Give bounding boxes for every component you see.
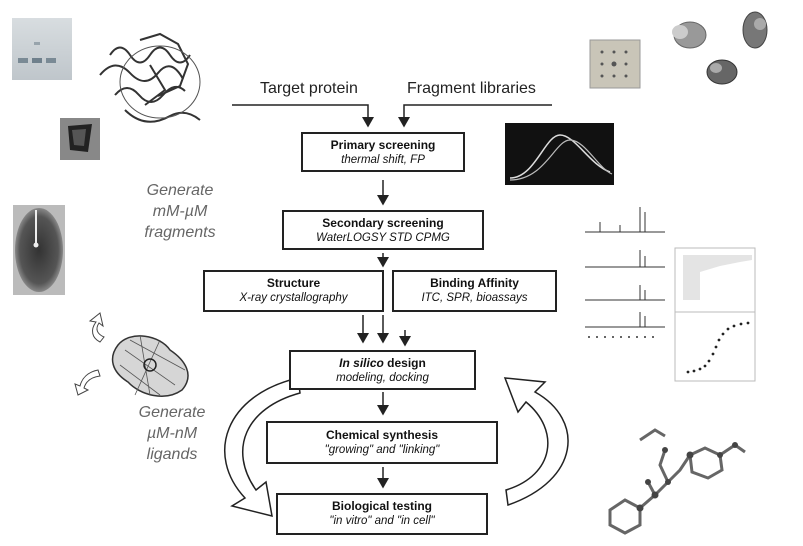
generate-fragments-line-3: fragments [144,224,216,241]
primary-screening-box: Primary screening thermal shift, FP [301,132,465,172]
binding-affinity-box: Binding Affinity ITC, SPR, bioassays [392,270,557,312]
crystal-image [60,118,100,160]
generate-ligands-line-3: ligands [146,446,198,463]
secondary-screening-methods: WaterLOGSY STD CPMG [316,232,450,244]
in-silico-design-methods: modeling, docking [336,372,429,384]
chemical-synthesis-title: Chemical synthesis [325,428,439,442]
secondary-screening-title: Secondary screening [322,216,444,230]
primary-screening-methods: thermal shift, FP [341,154,425,166]
fragment-density-image [111,334,189,397]
flow-arrows [357,180,411,489]
microplate-image [589,39,641,89]
biological-testing-title: Biological testing [331,499,432,513]
small-arrow-down-icon [74,369,101,396]
right-cycle-arrow [503,377,569,507]
ligand-atoms [636,442,738,512]
thermal-shift-plot-image [505,123,614,185]
generate-ligands-label: Generate µM-nM ligands [120,402,224,465]
generate-fragments-line-1: Generate [146,182,214,199]
crystallization-drop-image [13,205,65,295]
chemical-synthesis-methods: "growing" and "linking" [324,444,440,456]
biological-testing-box: Biological testing "in vitro" and "in ce… [276,493,488,535]
in-silico-design-title: In silico design [291,356,474,371]
structure-box: Structure X-ray crystallography [203,270,384,312]
fragment-libraries-label: Fragment libraries [407,80,536,97]
secondary-screening-box: Secondary screening WaterLOGSY STD CPMG [282,210,484,250]
target-protein-label: Target protein [260,80,358,97]
left-cycle-arrow [223,377,301,518]
structure-methods: X-ray crystallography [239,292,348,304]
input-connectors [232,104,552,128]
in-silico-design-box: In silico design modeling, docking [289,350,476,390]
binding-affinity-title: Binding Affinity [430,276,519,290]
nmr-spectra-image [585,207,665,338]
protein-structure-image [99,32,201,123]
gel-electrophoresis-image [12,18,72,80]
primary-screening-title: Primary screening [330,138,436,152]
chemical-synthesis-box: Chemical synthesis "growing" and "linkin… [266,421,498,464]
itc-binding-plot-image [674,247,756,382]
small-arrow-up-icon [88,312,105,343]
design-word: design [383,356,426,370]
generate-fragments-line-2: mM-µM [152,203,208,220]
molecular-models-image [672,11,768,85]
generate-fragments-label: Generate mM-µM fragments [128,180,232,243]
structure-title: Structure [266,276,321,290]
in-silico-emphasis: In silico [339,356,384,370]
biological-testing-methods: "in vitro" and "in cell" [329,515,435,527]
generate-ligands-line-1: Generate [138,404,206,421]
ligand-structure-image [608,428,746,535]
binding-affinity-methods: ITC, SPR, bioassays [421,292,528,304]
generate-ligands-line-2: µM-nM [146,425,198,442]
